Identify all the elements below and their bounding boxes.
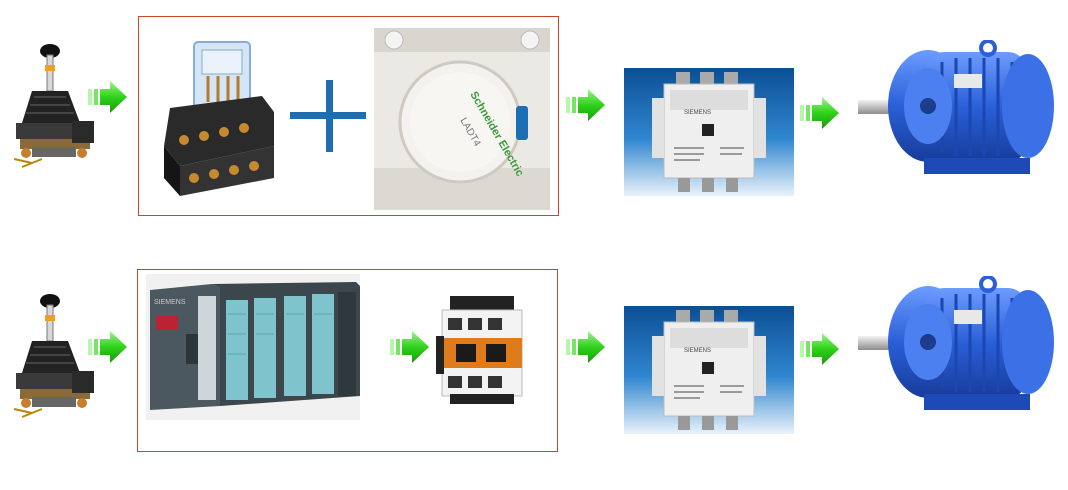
plc-group-frame bbox=[137, 269, 558, 452]
right-arrow-icon bbox=[800, 332, 840, 366]
right-arrow-icon bbox=[88, 330, 128, 364]
right-arrow-icon bbox=[390, 330, 430, 364]
plc-rack: SIEMENS bbox=[146, 274, 360, 420]
row2-motor bbox=[858, 276, 1058, 426]
large-contactor-icon bbox=[624, 306, 794, 434]
right-arrow-icon bbox=[566, 88, 606, 122]
relay-with-socket bbox=[150, 36, 280, 206]
plc-rack-icon: SIEMENS bbox=[146, 274, 360, 420]
small-contactor bbox=[436, 296, 528, 404]
relay-group-frame bbox=[138, 16, 559, 216]
row1-large-contactor: SIEMENS bbox=[624, 68, 794, 196]
row1-motor bbox=[858, 40, 1058, 190]
contactor-brand: SIEMENS bbox=[684, 348, 712, 354]
row2-large-contactor: SIEMENS bbox=[624, 306, 794, 434]
right-arrow-icon bbox=[800, 96, 840, 130]
contactor-brand: SIEMENS bbox=[684, 110, 712, 116]
plus-sign-icon bbox=[290, 80, 366, 152]
large-contactor-icon bbox=[624, 68, 794, 196]
right-arrow-icon bbox=[566, 330, 606, 364]
relay-with-socket-icon bbox=[164, 41, 274, 196]
timer-delay-block-icon: Schneider Electric LADT4 bbox=[374, 28, 550, 210]
timer-delay-block: Schneider Electric LADT4 bbox=[374, 28, 550, 210]
right-arrow-icon bbox=[88, 80, 128, 114]
electric-motor-icon bbox=[858, 40, 1058, 190]
plus-sign bbox=[290, 80, 370, 152]
electric-motor-icon bbox=[858, 276, 1058, 426]
small-contactor-icon bbox=[436, 296, 523, 404]
plc-brand: SIEMENS bbox=[154, 299, 186, 306]
